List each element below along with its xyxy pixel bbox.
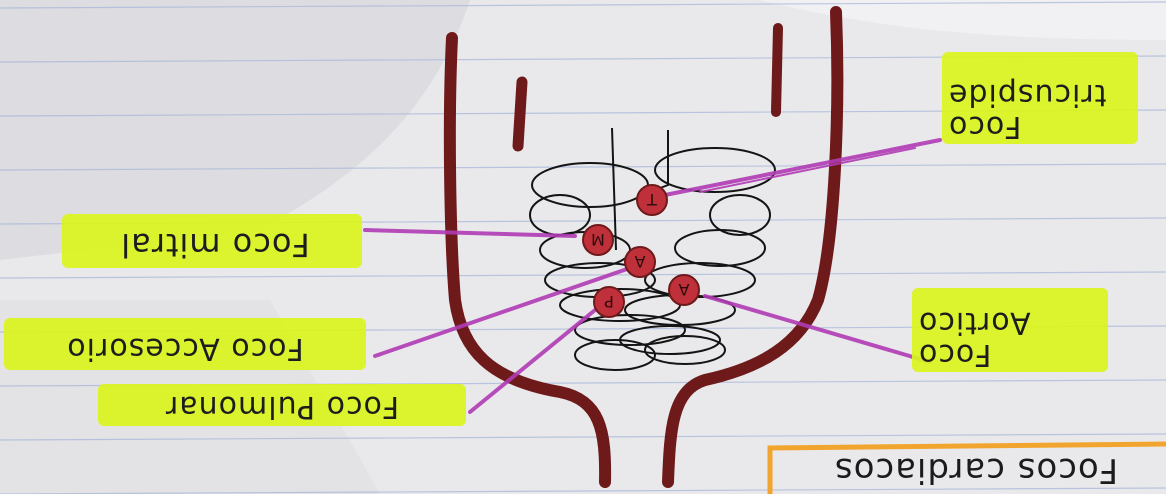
label-line: Foco: [918, 339, 1104, 371]
valve-letter: M: [591, 230, 605, 249]
ruled-line: [0, 272, 1166, 278]
mitral-label: Foco mitral: [70, 220, 360, 264]
valve-letter: P: [604, 292, 614, 311]
label-line: Foco: [948, 111, 1134, 143]
mitral-valve-marker: M: [583, 225, 613, 255]
tricuspid-label: Foco tricuspide: [948, 56, 1134, 142]
valve-letter: T: [647, 190, 658, 209]
pulmonary-label: Foco Pulmonar: [104, 386, 460, 424]
valve-markers: T M A A P: [583, 185, 699, 317]
label-line: tricuspide: [948, 79, 1134, 111]
right-inner-vessel: [776, 28, 778, 112]
aortic-label: Foco Aortico: [918, 292, 1104, 370]
left-heart-wall: [450, 38, 605, 482]
aortic-accessory-valve-marker: A: [669, 275, 699, 305]
accessory-label: Foco Accesorio: [10, 322, 360, 366]
page-title: Focos cardiacos: [786, 446, 1166, 490]
tricuspid-valve-marker: T: [637, 185, 667, 215]
right-heart-wall: [668, 12, 837, 482]
label-line: Aortico: [918, 307, 1104, 339]
pulmonary-valve-marker: P: [594, 287, 624, 317]
aortic-valve-marker: A: [625, 247, 655, 277]
valve-letter: A: [634, 252, 645, 271]
left-inner-vessel: [518, 82, 522, 146]
valve-letter: A: [678, 280, 689, 299]
